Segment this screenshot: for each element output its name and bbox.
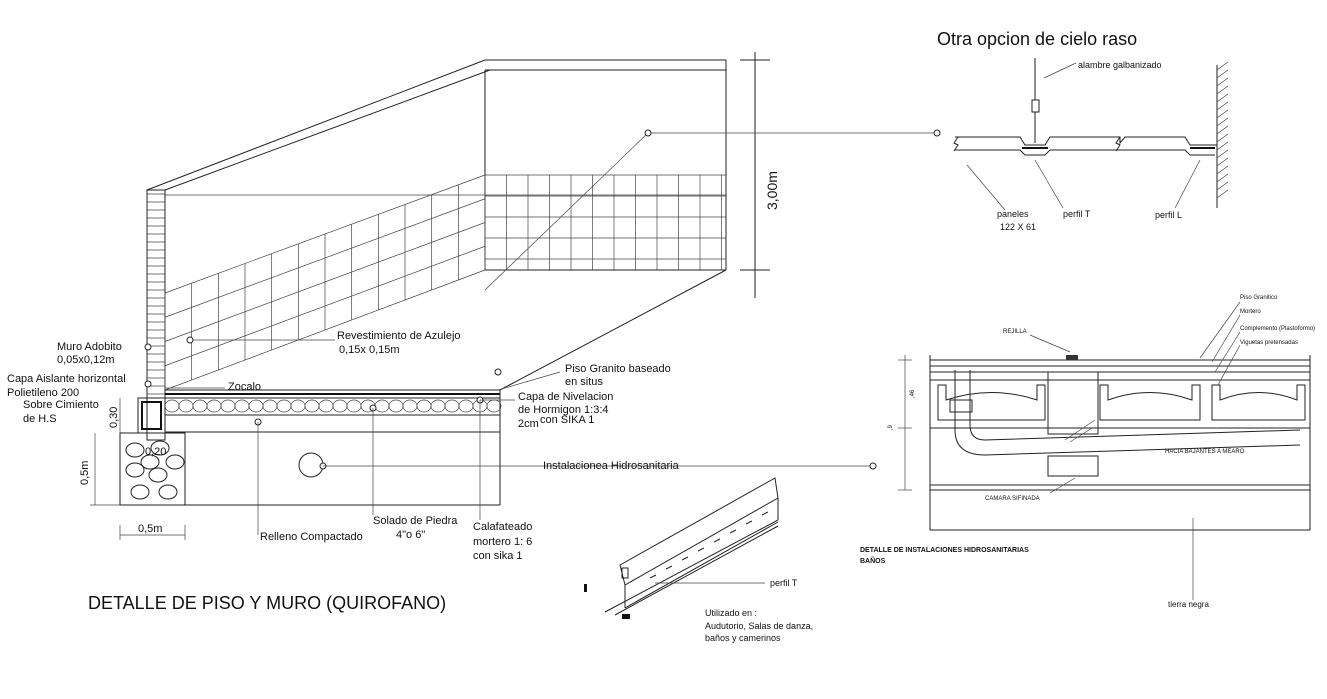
back-wall-tiles — [484, 174, 726, 270]
dim-46: ,46 — [910, 389, 916, 398]
capa-aislante-label-2: Polietileno 200 — [7, 387, 79, 399]
dim-05m-vertical: 0,5m — [79, 461, 91, 485]
piso-granitico-label: Piso Granitico — [1240, 295, 1278, 301]
solado-label-2: 4"o 6" — [396, 529, 425, 541]
paneles-label-2: 122 X 61 — [1000, 222, 1036, 232]
complemento-label: Complemento (Plastoformo) — [1240, 326, 1315, 332]
brick-courses — [147, 193, 165, 395]
camara-label: CAMARA SIFINADA — [985, 496, 1040, 502]
dim-9: ,9 — [888, 424, 894, 430]
calafateado-label-1: Calafateado — [473, 521, 532, 533]
sanitary-title-1: DETALLE DE INSTALACIONES HIDROSANITARIAS — [860, 547, 1029, 554]
piso-granito-label-2: en situs — [565, 376, 603, 388]
sanitary-detail: REJILLA Piso Granitico Mortero Complemen… — [860, 295, 1315, 609]
floor-wall-title: DETALLE DE PISO Y MURO (QUIROFANO) — [88, 593, 446, 613]
side-wall-tiles — [164, 174, 486, 391]
t-profile-detail: perfil T Utilizado en : Audutorio, Salas… — [584, 477, 813, 643]
instalacion-label: Instalacionea Hidrosanitaria — [543, 460, 680, 472]
pipe-section — [298, 452, 324, 478]
floor-wall-detail: 3,00m Revestimiento de Azulejo 0,15x 0,1… — [7, 52, 941, 613]
utilizado-label-2: Audutorio, Salas de danza, — [705, 621, 813, 631]
capa-nivelacion-label-3: 2cm — [518, 418, 539, 430]
sobre-cimiento-label-1: Sobre Cimiento — [23, 399, 99, 411]
tierra-label: tierra negra — [1168, 600, 1209, 609]
calafateado-label-3: con sika 1 — [473, 550, 523, 562]
ceiling-detail: Otra opcion de cielo raso alambre galban… — [937, 29, 1229, 232]
revestimiento-label-2: 0,15x 0,15m — [339, 344, 400, 356]
mortero-label: Mortero — [1240, 309, 1261, 315]
viguetas-label: Viguetas pretensadas — [1240, 340, 1298, 346]
dim-030: 0,30 — [108, 407, 120, 428]
perfil-t-label: perfil T — [1063, 209, 1091, 219]
piso-granito-label-1: Piso Granito baseado — [565, 363, 671, 375]
dim-020: 0,20 — [145, 446, 166, 458]
revestimiento-label-1: Revestimiento de Azulejo — [337, 330, 461, 342]
alambre-label: alambre galbanizado — [1078, 60, 1162, 70]
foundation-stones — [125, 440, 185, 500]
sobre-cimiento-label-2: de H.S — [23, 413, 57, 425]
wall-hatch — [1216, 61, 1229, 199]
hacia-label: HACIA BAJANTES A MEARO — [1165, 449, 1245, 455]
sanitary-title-2: BAÑOS — [860, 556, 886, 565]
dim-05m-horizontal: 0,5m — [138, 523, 162, 535]
foundation — [119, 432, 186, 506]
muro-label-2: 0,05x0,12m — [57, 354, 114, 366]
calafateado-label-2: mortero 1: 6 — [473, 536, 532, 548]
perfil-l-label: perfil L — [1155, 210, 1182, 220]
utilizado-label-3: baños y camerinos — [705, 633, 781, 643]
capa-nivelacion-label-1: Capa de Nivelacion — [518, 391, 613, 403]
gravel-layer — [164, 399, 502, 413]
relleno-label: Relleno Compactado — [260, 531, 363, 543]
capa-aislante-label-1: Capa Aislante horizontal — [7, 373, 126, 385]
muro-label-1: Muro Adobito — [57, 341, 122, 353]
height-dimension: 3,00m — [764, 171, 780, 210]
ceramic-blocks — [937, 384, 1306, 421]
solado-label-1: Solado de Piedra — [373, 515, 458, 527]
utilizado-label-1: Utilizado en : — [705, 608, 757, 618]
paneles-label-1: paneles — [997, 209, 1029, 219]
profile-slots — [649, 511, 769, 579]
rejilla-label: REJILLA — [1003, 329, 1027, 335]
capa-nivelacion-label-4: con SIKA 1 — [540, 414, 594, 426]
zocalo-label: Zocalo — [228, 381, 261, 393]
capa-nivelacion-label-2: de Hormigon 1:3:4 — [518, 404, 609, 416]
profile-perfil-t-label: perfil T — [770, 578, 798, 588]
ceiling-title: Otra opcion de cielo raso — [937, 29, 1137, 49]
